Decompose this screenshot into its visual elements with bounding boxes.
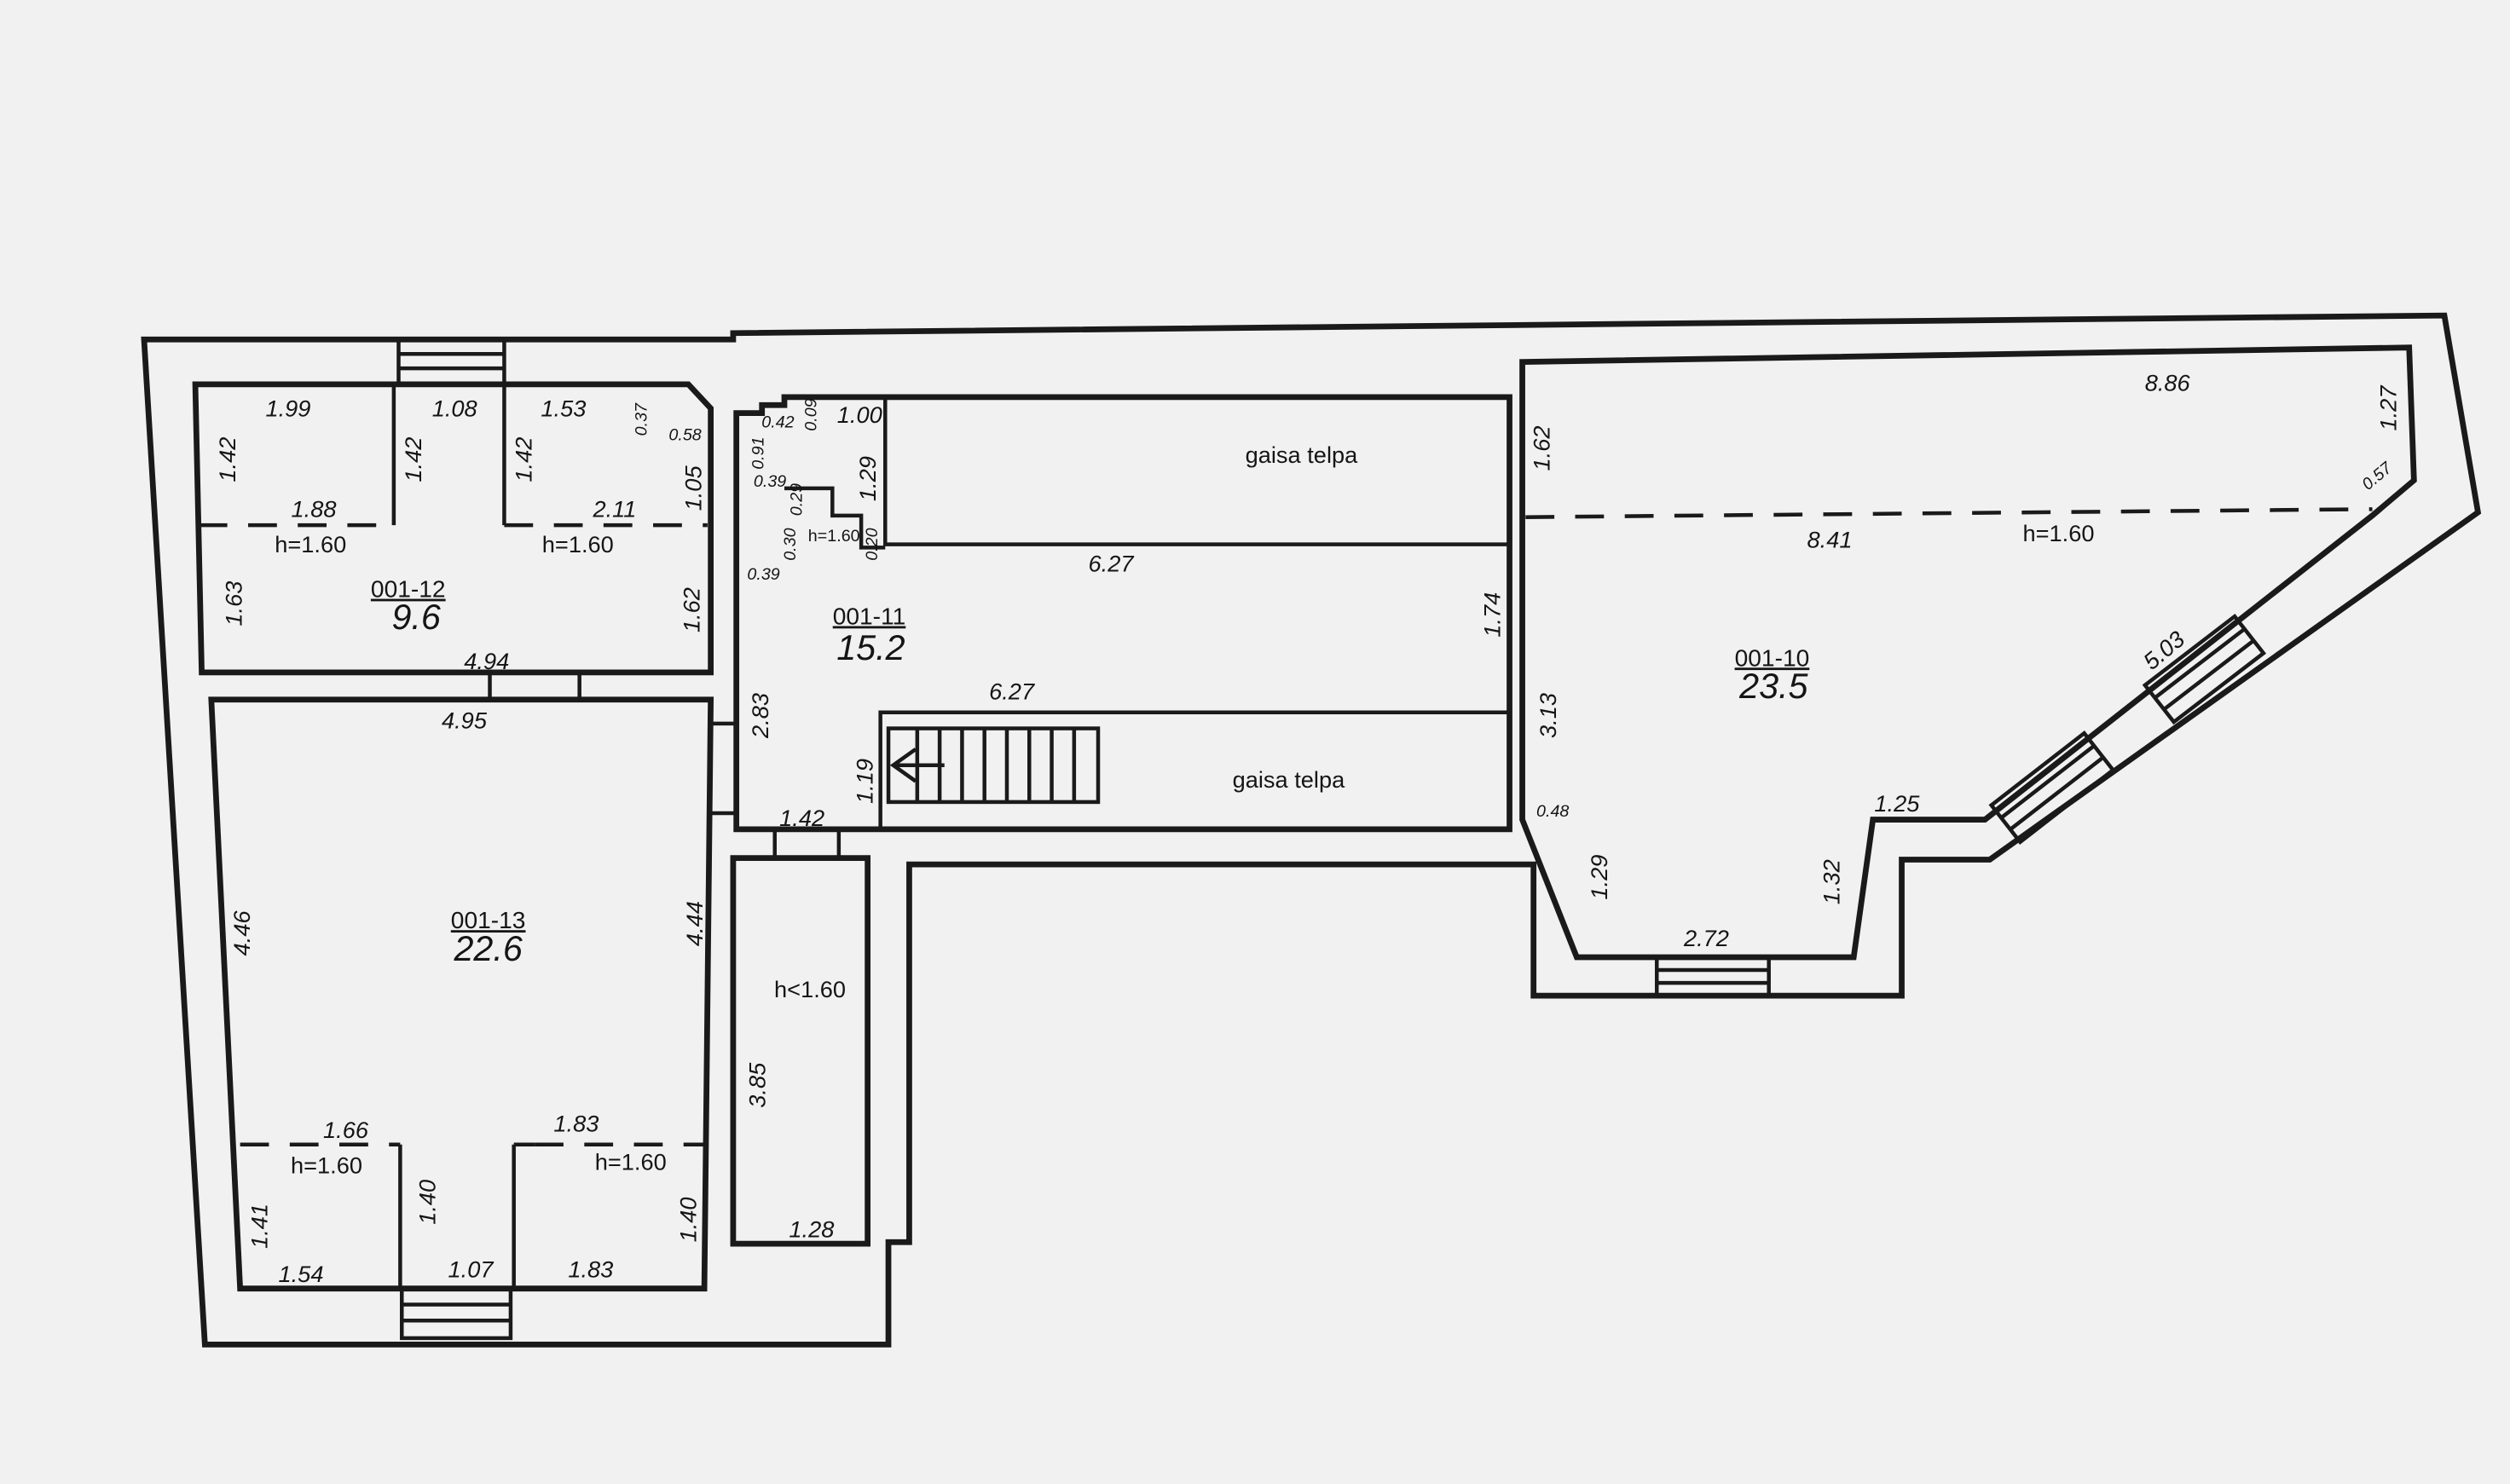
room-001-13-id: 001-13 xyxy=(451,907,526,933)
dim-r12-bottom: 4.94 xyxy=(464,648,509,674)
room-001-10-walls xyxy=(1519,344,2417,961)
window-diagonal-lower xyxy=(1988,730,2116,846)
label-air-space-top: gaisa telpa xyxy=(1246,442,1359,468)
small-step-nook xyxy=(784,486,886,550)
dim-r11-042: 0.42 xyxy=(761,413,794,432)
height-r10: h=1.60 xyxy=(2023,520,2095,546)
dim-r12-left-upper: 1.42 xyxy=(214,437,240,482)
dim-small-bottom: 1.28 xyxy=(789,1216,834,1243)
height-r12-left: h=1.60 xyxy=(275,531,346,557)
height-r11-small: h=1.60 xyxy=(808,527,860,546)
dim-r13-top: 4.95 xyxy=(442,707,488,734)
label-air-space-bottom: gaisa telpa xyxy=(1233,766,1346,793)
dim-r10-top: 8.86 xyxy=(2145,369,2191,396)
dim-r12-mid-left: 1.42 xyxy=(400,437,426,482)
dim-r12-inner-right: 2.11 xyxy=(592,496,636,523)
dim-r11-020: 0.20 xyxy=(863,528,882,560)
dim-r11-039a: 0.39 xyxy=(754,472,786,491)
dim-r12-top-left: 1.99 xyxy=(265,395,310,421)
dim-r13-right: 4.44 xyxy=(681,901,708,946)
dim-r11-left-283: 2.83 xyxy=(747,693,773,739)
air-space-top-box xyxy=(883,396,1510,546)
stairs xyxy=(886,726,1101,805)
room-001-11-area: 15.2 xyxy=(836,628,905,667)
dim-r13-bot-right: 1.83 xyxy=(568,1256,613,1283)
dim-r11-stair-119: 1.19 xyxy=(851,759,877,804)
room-001-11-id: 001-11 xyxy=(833,603,906,630)
dim-r13-left: 4.46 xyxy=(228,910,255,956)
air-space-bottom-box xyxy=(878,710,1510,829)
dim-r12-left-lower: 1.63 xyxy=(221,581,247,627)
dim-r10-right-top: 1.27 xyxy=(2375,385,2402,431)
entrance-steps-top xyxy=(396,338,506,387)
dim-r12-top-mid: 1.08 xyxy=(432,395,477,421)
dim-r13-bot-right-h: 1.40 xyxy=(675,1197,702,1242)
dim-r13-bot-left: 1.54 xyxy=(278,1261,323,1287)
dim-r13-bot-mid-h: 1.40 xyxy=(414,1180,441,1225)
window-diagonal-upper xyxy=(2142,613,2267,725)
dim-r12-right-upper: 1.05 xyxy=(680,465,706,511)
dim-r10-dash: 8.41 xyxy=(1807,526,1853,552)
room-001-13-walls xyxy=(208,696,714,1292)
entrance-steps-right xyxy=(1655,955,1771,998)
dim-r11-top-627: 6.27 xyxy=(1089,551,1135,577)
dim-r10-048: 0.48 xyxy=(1536,802,1569,821)
dim-r10-corner: 0.57 xyxy=(2358,459,2396,494)
room-001-10-area: 23.5 xyxy=(1738,667,1808,706)
dim-r11-bottom-142: 1.42 xyxy=(779,805,824,831)
dim-r11-009: 0.09 xyxy=(802,398,821,430)
dim-r12-mid-right: 1.42 xyxy=(510,437,536,482)
height-r13-left: h=1.60 xyxy=(291,1152,362,1179)
entrance-steps-bottom xyxy=(400,1286,513,1341)
room-low-height-walls xyxy=(730,855,871,1247)
dim-r11-129: 1.29 xyxy=(854,456,881,501)
dim-r13-inner-left: 1.66 xyxy=(323,1117,369,1143)
dim-r11-mid-627: 6.27 xyxy=(989,678,1035,705)
label-low-height: h<1.60 xyxy=(774,976,846,1002)
room-001-13-area: 22.6 xyxy=(453,929,522,968)
dim-r10-left-mid: 3.13 xyxy=(1535,693,1561,738)
dim-r12-top-right: 1.53 xyxy=(541,395,586,421)
dim-r10-125: 1.25 xyxy=(1874,790,1920,817)
dim-r11-100: 1.00 xyxy=(837,401,882,428)
room-001-10-id: 001-10 xyxy=(1735,644,1810,671)
dim-r10-bottom: 2.72 xyxy=(1683,925,1729,951)
dim-r13-bot-mid: 1.07 xyxy=(448,1256,494,1283)
room-001-10-height-line xyxy=(1525,507,2373,519)
height-r12-right: h=1.60 xyxy=(542,531,614,557)
dim-r11-right-174: 1.74 xyxy=(1478,592,1505,638)
dim-r11-039b: 0.39 xyxy=(747,565,779,584)
dim-r11-030: 0.30 xyxy=(781,528,800,560)
dim-r11-091: 0.91 xyxy=(749,436,768,469)
dim-small-height: 3.85 xyxy=(743,1062,770,1108)
room-001-12-area: 9.6 xyxy=(391,598,440,637)
dim-r12-inner-left: 1.88 xyxy=(292,496,337,523)
dim-r10-132: 1.32 xyxy=(1818,859,1844,904)
room-001-12-id: 001-12 xyxy=(371,576,446,603)
dim-r12-corner-b: 0.58 xyxy=(668,426,701,445)
dim-r13-inner-right: 1.83 xyxy=(553,1111,599,1137)
room-001-11-walls xyxy=(733,394,1512,833)
dim-r13-bot-left-h: 1.41 xyxy=(246,1204,273,1249)
dim-r10-129: 1.29 xyxy=(1586,855,1612,900)
dim-r12-corner-a: 0.37 xyxy=(633,402,651,436)
dim-r10-left-top: 1.62 xyxy=(1528,425,1554,471)
dim-r12-right-lower: 1.62 xyxy=(678,587,704,632)
dim-r11-029: 0.29 xyxy=(788,483,807,516)
room-001-12-walls xyxy=(192,381,714,676)
height-r13-right: h=1.60 xyxy=(595,1149,667,1175)
